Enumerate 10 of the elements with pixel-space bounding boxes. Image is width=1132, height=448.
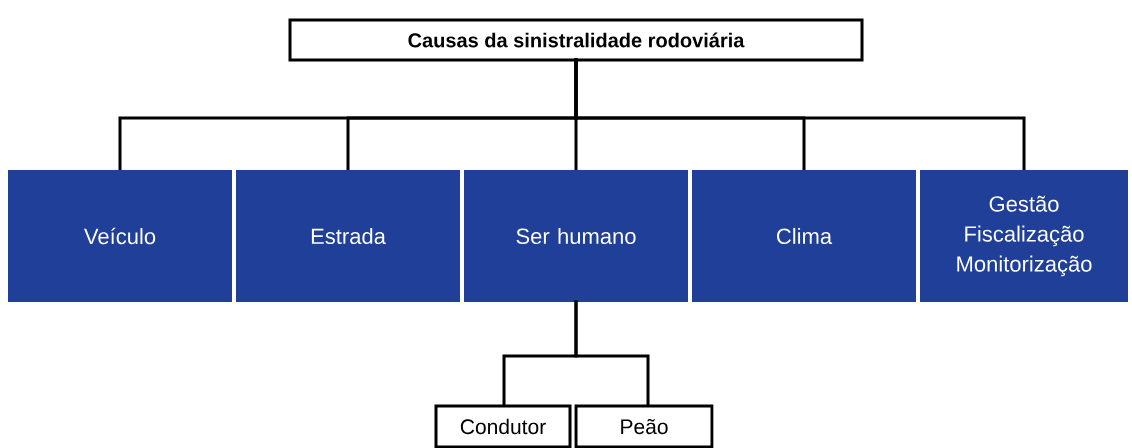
category-box: Gestão Fiscalização Monitorização: [920, 170, 1128, 302]
subcategory-box: Peão: [574, 404, 714, 448]
category-box: Estrada: [236, 170, 460, 302]
title-box: Causas da sinistralidade rodoviária: [288, 18, 864, 62]
subcategory-box: Condutor: [434, 404, 572, 448]
category-box: Ser humano: [464, 170, 688, 302]
category-box: Veículo: [8, 170, 232, 302]
connector-line: [574, 300, 650, 406]
category-box: Clima: [692, 170, 916, 302]
connector-line: [574, 58, 1026, 170]
